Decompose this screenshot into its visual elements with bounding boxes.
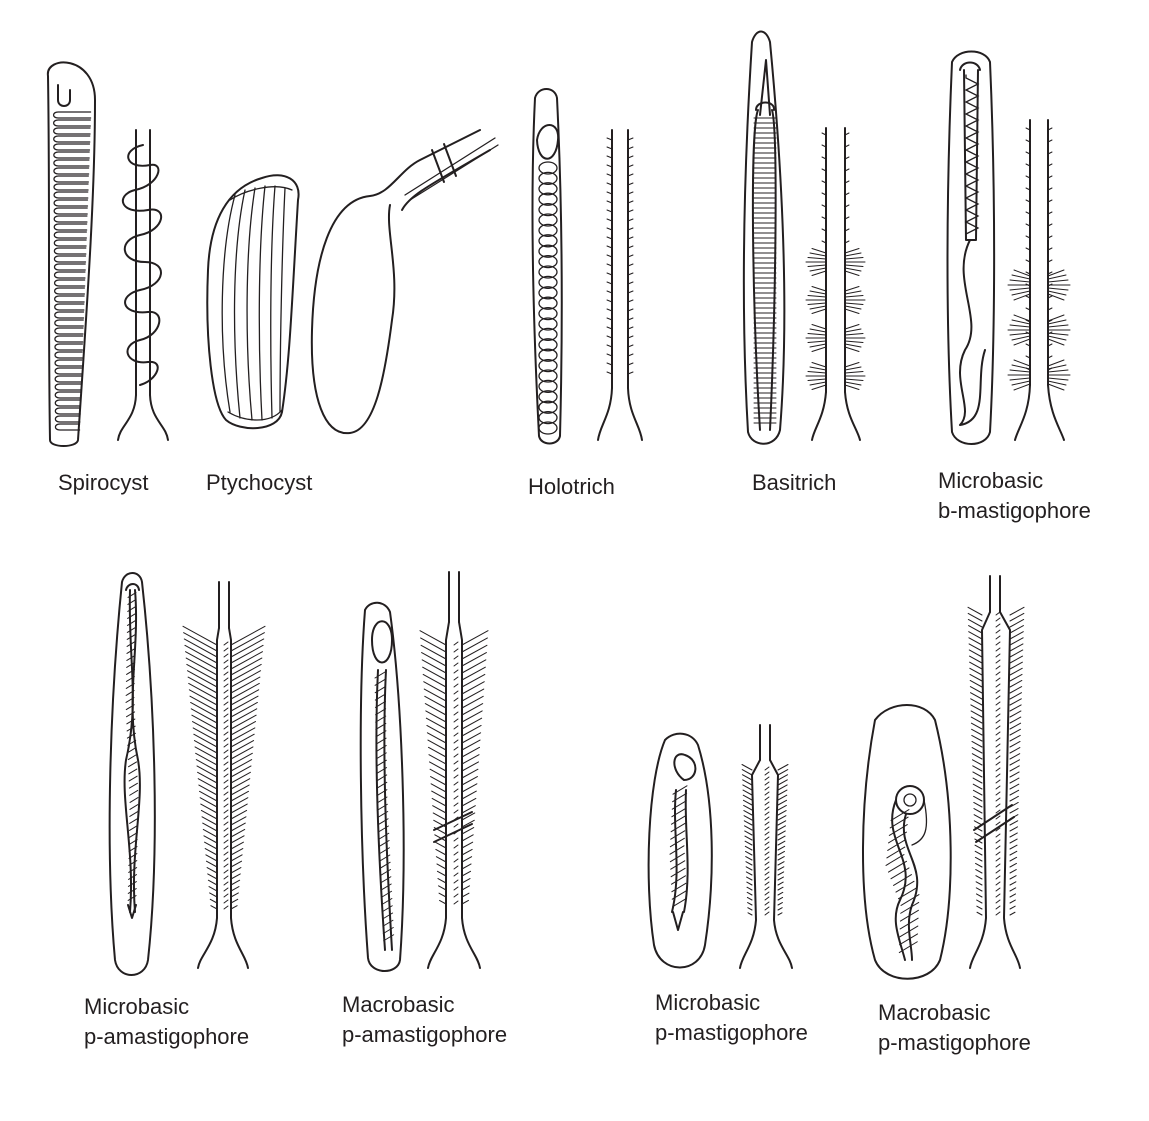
label-ptychocyst: Ptychocyst (206, 470, 312, 495)
label-macrobasic-p-amastigophore-1: Macrobasic (342, 992, 454, 1017)
label-holotrich: Holotrich (528, 474, 615, 499)
macrobasic-p-mastigophore-capsule (862, 704, 952, 980)
label-macrobasic-p-amastigophore-2: p-amastigophore (342, 1022, 507, 1047)
microbasic-b-mastigophore-capsule (946, 50, 996, 445)
label-microbasic-p-amastigophore-2: p-amastigophore (84, 1024, 249, 1049)
spirocyst-capsule (46, 61, 96, 447)
label-spirocyst: Spirocyst (58, 470, 148, 495)
label-macrobasic-p-mastigophore-2: p-mastigophore (878, 1030, 1031, 1055)
spirocyst-tubule (117, 129, 169, 441)
ptychocyst-discharged (310, 129, 499, 435)
label-microbasic-p-mastigophore-1: Microbasic (655, 990, 760, 1015)
label-microbasic-b-mastigophore-1: Microbasic (938, 468, 1043, 493)
basitrich-capsule (742, 30, 786, 445)
ptychocyst-capsule (206, 174, 300, 430)
label-microbasic-p-amastigophore-1: Microbasic (84, 994, 189, 1019)
macrobasic-p-mastigophore-tubule (967, 575, 1025, 969)
microbasic-p-amastigophore-capsule (108, 572, 156, 976)
label-microbasic-p-mastigophore-2: p-mastigophore (655, 1020, 808, 1045)
basitrich-tubule (805, 127, 866, 441)
macrobasic-p-amastigophore-tubule (419, 571, 489, 969)
label-microbasic-b-mastigophore-2: b-mastigophore (938, 498, 1091, 523)
microbasic-p-mastigophore-capsule (647, 732, 713, 969)
microbasic-p-mastigophore-tubule (739, 724, 793, 969)
holotrich-capsule (531, 88, 563, 445)
label-basitrich: Basitrich (752, 470, 836, 495)
holotrich-tubule (597, 129, 643, 441)
microbasic-b-mastigophore-tubule (1007, 119, 1071, 441)
macrobasic-p-amastigophore-capsule (359, 601, 405, 972)
label-macrobasic-p-mastigophore-1: Macrobasic (878, 1000, 990, 1025)
microbasic-p-amastigophore-tubule (182, 581, 266, 969)
